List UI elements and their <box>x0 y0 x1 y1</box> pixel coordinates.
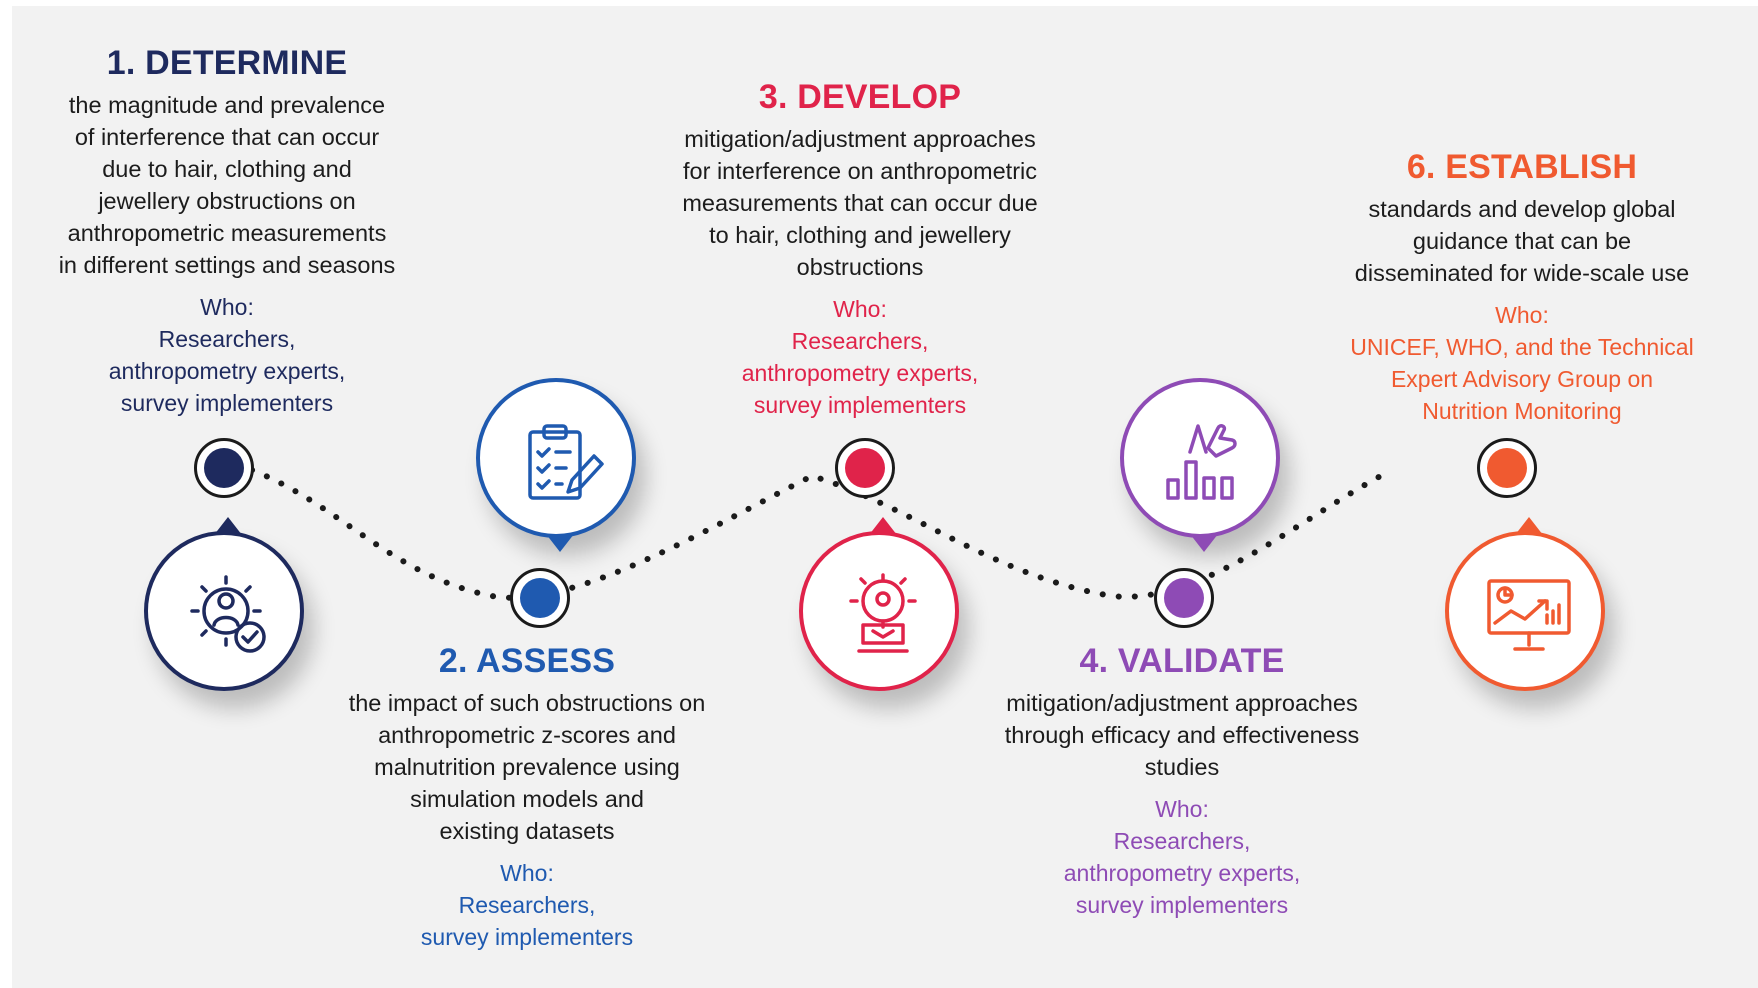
step-description: mitigation/adjustment approaches through… <box>982 687 1382 783</box>
badge-establish <box>1445 517 1605 691</box>
description-line: mitigation/adjustment approaches <box>1006 690 1358 716</box>
badge-validate <box>1120 378 1280 552</box>
badge-develop <box>799 517 959 691</box>
step-description: the magnitude and prevalence of interfer… <box>32 89 422 281</box>
step-assess-text: 2. ASSESS the impact of such obstruction… <box>337 642 717 953</box>
description-line: the magnitude and prevalence <box>68 92 386 118</box>
marker-establish <box>1477 438 1537 498</box>
step-title: 3. DEVELOP <box>758 78 962 116</box>
description-line: malnutrition prevalence using <box>374 754 680 780</box>
who-label: Who: <box>1155 796 1209 822</box>
description-line: to hair, clothing and jewellery <box>709 222 1011 248</box>
badge-pointer <box>546 534 574 552</box>
who-line: UNICEF, WHO, and the Technical <box>1350 334 1694 360</box>
who-line: survey implementers <box>420 924 634 950</box>
badge-pointer <box>1515 517 1543 535</box>
who-label: Who: <box>1495 302 1549 328</box>
who-list: Researchers, anthropometry experts, surv… <box>32 323 422 419</box>
description-line: the impact of such obstructions on <box>348 690 706 716</box>
step-description: the impact of such obstructions on anthr… <box>337 687 717 847</box>
who-line: Researchers, <box>791 328 929 354</box>
description-line: for interference on anthropometric <box>683 158 1037 184</box>
step-title: 2. ASSESS <box>438 642 616 680</box>
description-line: studies <box>1144 754 1220 780</box>
gear-check-icon <box>190 575 266 653</box>
step-title: 1. DETERMINE <box>106 44 348 82</box>
who-line: Researchers, <box>158 326 296 352</box>
description-line: anthropometric measurements <box>67 220 387 246</box>
clipboard-checklist-icon <box>528 424 604 500</box>
marker-dot <box>845 448 885 488</box>
step-establish-text: 6. ESTABLISH standards and develop globa… <box>1322 148 1722 427</box>
roadmap-diagram: 1. DETERMINE the magnitude and prevalenc… <box>12 6 1758 988</box>
step-title: 4. VALIDATE <box>1079 642 1285 680</box>
who-label: Who: <box>500 860 554 886</box>
step-validate-text: 4. VALIDATE mitigation/adjustment approa… <box>982 642 1382 921</box>
description-line: obstructions <box>796 254 924 280</box>
marker-dot <box>204 448 244 488</box>
marker-dot <box>520 578 560 618</box>
marker-validate <box>1154 568 1214 628</box>
who-line: Nutrition Monitoring <box>1422 398 1622 424</box>
badge-pointer <box>869 517 897 535</box>
step-develop-text: 3. DEVELOP mitigation/adjustment approac… <box>660 78 1060 421</box>
description-line: standards and develop global <box>1368 196 1676 222</box>
badge-assess <box>476 378 636 552</box>
who-line: survey implementers <box>120 390 334 416</box>
who-line: Researchers, <box>1113 828 1251 854</box>
who-list: Researchers, anthropometry experts, surv… <box>982 825 1382 921</box>
description-line: anthropometric z-scores and <box>378 722 676 748</box>
description-line: simulation models and <box>410 786 644 812</box>
who-line: anthropometry experts, <box>1063 860 1301 886</box>
marker-assess <box>510 568 570 628</box>
who-label: Who: <box>200 294 254 320</box>
step-description: mitigation/adjustment approaches for int… <box>660 123 1060 283</box>
bar-chart-hand-icon <box>1166 424 1237 500</box>
description-line: in different settings and seasons <box>58 252 396 278</box>
who-list: UNICEF, WHO, and the Technical Expert Ad… <box>1322 331 1722 427</box>
who-line: Expert Advisory Group on <box>1390 366 1654 392</box>
description-line: guidance that can be <box>1412 228 1632 254</box>
marker-determine <box>194 438 254 498</box>
gear-worker-icon <box>849 573 917 653</box>
description-line: through efficacy and effectiveness <box>1004 722 1360 748</box>
who-list: Researchers, anthropometry experts, surv… <box>660 325 1060 421</box>
marker-dot <box>1164 578 1204 618</box>
who-line: anthropometry experts, <box>741 360 979 386</box>
description-line: measurements that can occur due <box>682 190 1038 216</box>
who-line: survey implementers <box>1075 892 1289 918</box>
who-line: Researchers, <box>458 892 596 918</box>
who-label: Who: <box>833 296 887 322</box>
step-description: standards and develop global guidance th… <box>1322 193 1722 289</box>
presentation-chart-icon <box>1487 579 1571 651</box>
step-title: 6. ESTABLISH <box>1406 148 1638 186</box>
description-line: mitigation/adjustment approaches <box>684 126 1036 152</box>
badge-determine <box>144 517 304 691</box>
step-determine-text: 1. DETERMINE the magnitude and prevalenc… <box>32 44 422 419</box>
marker-develop <box>835 438 895 498</box>
who-list: Researchers, survey implementers <box>337 889 717 953</box>
description-line: disseminated for wide-scale use <box>1354 260 1690 286</box>
description-line: jewellery obstructions on <box>98 188 356 214</box>
description-line: due to hair, clothing and <box>102 156 352 182</box>
badge-pointer <box>214 517 242 535</box>
description-line: existing datasets <box>439 818 615 844</box>
description-line: of interference that can occur <box>74 124 380 150</box>
who-line: anthropometry experts, <box>108 358 346 384</box>
badge-pointer <box>1190 534 1218 552</box>
marker-dot <box>1487 448 1527 488</box>
who-line: survey implementers <box>753 392 967 418</box>
